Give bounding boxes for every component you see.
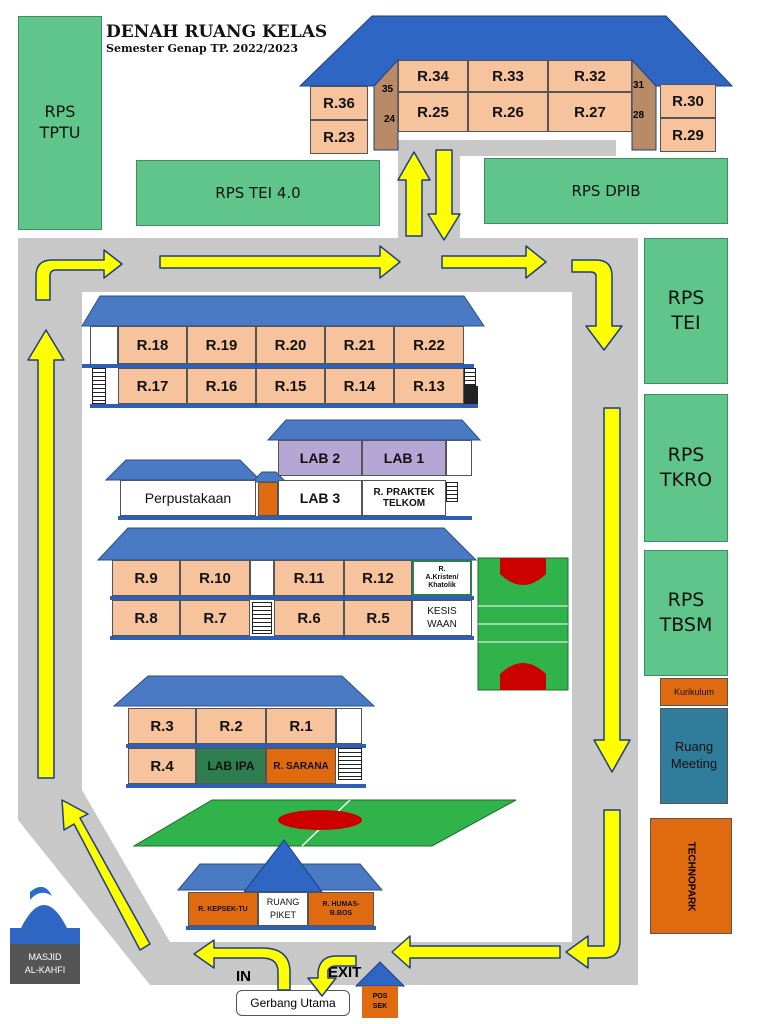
room-r30: R.30 bbox=[660, 84, 716, 118]
room-r8: R.8 bbox=[112, 600, 180, 636]
label-35: 35 bbox=[382, 84, 394, 95]
lab-1: LAB 1 bbox=[362, 440, 446, 476]
room-r1: R.1 bbox=[266, 708, 336, 744]
label-24: 24 bbox=[384, 114, 396, 125]
room-r10: R.10 bbox=[180, 560, 250, 596]
block2-floor bbox=[118, 516, 472, 520]
label-31: 31 bbox=[633, 80, 645, 91]
room-r21: R.21 bbox=[325, 326, 394, 364]
room-r25: R.25 bbox=[398, 92, 468, 132]
r-kepsek-tu: R. KEPSEK-TU bbox=[188, 892, 258, 926]
ruang-meeting: Ruang Meeting bbox=[660, 708, 728, 804]
room-r32: R.32 bbox=[548, 60, 632, 92]
block1-floor-1 bbox=[82, 364, 474, 368]
kesiswaan: KESIS WAAN bbox=[412, 600, 472, 636]
room-r12: R.12 bbox=[344, 560, 412, 596]
block3-gap bbox=[250, 560, 274, 596]
r-praktek-telkom: R. PRAKTEK TELKOM bbox=[362, 480, 446, 516]
rps-tptu: RPS TPTU bbox=[18, 16, 102, 230]
room-r19: R.19 bbox=[187, 326, 256, 364]
room-r2: R.2 bbox=[196, 708, 266, 744]
room-r27: R.27 bbox=[548, 92, 632, 132]
block4-floor-2 bbox=[126, 784, 366, 788]
block1-stairs-left bbox=[92, 368, 106, 404]
r-humas-bbos: R. HUMAS- B.BOS bbox=[308, 892, 374, 926]
room-r23: R.23 bbox=[310, 120, 368, 154]
pos-sek: POS SEK bbox=[362, 986, 398, 1018]
block3-floor-2 bbox=[110, 636, 474, 640]
r-kristen-khatolik: R. A.Kristen/ Khatolik bbox=[412, 560, 472, 596]
room-r29: R.29 bbox=[660, 118, 716, 152]
room-r11: R.11 bbox=[274, 560, 344, 596]
room-r34: R.34 bbox=[398, 60, 468, 92]
room-r26: R.26 bbox=[468, 92, 548, 132]
in-label: IN bbox=[236, 968, 251, 985]
block1-stairs-right bbox=[464, 368, 476, 386]
room-r16: R.16 bbox=[187, 368, 256, 404]
map-subtitle: Semester Genap TP. 2022/2023 bbox=[106, 42, 299, 55]
exit-label: EXIT bbox=[328, 964, 362, 981]
room-r4: R.4 bbox=[128, 748, 196, 784]
room-r9: R.9 bbox=[112, 560, 180, 596]
block2-orange bbox=[258, 482, 278, 516]
office-floor bbox=[186, 926, 376, 930]
room-r22: R.22 bbox=[394, 326, 464, 364]
ruang-piket: RUANG PIKET bbox=[258, 892, 308, 926]
label-28: 28 bbox=[633, 110, 645, 121]
r-sarana: R. SARANA bbox=[266, 748, 336, 784]
room-r15: R.15 bbox=[256, 368, 325, 404]
rps-dpib: RPS DPIB bbox=[484, 158, 728, 224]
perpustakaan: Perpustakaan bbox=[120, 480, 256, 516]
room-r36: R.36 bbox=[310, 86, 368, 120]
technopark: TECHNOPARK bbox=[650, 818, 732, 934]
block3-stairs bbox=[252, 602, 272, 634]
kurikulum: Kurikulum bbox=[660, 678, 728, 706]
block1-dark-box bbox=[464, 386, 478, 406]
room-r7: R.7 bbox=[180, 600, 250, 636]
block4-floor-1 bbox=[126, 744, 366, 748]
rps-tkro: RPS TKRO bbox=[644, 394, 728, 542]
room-r13: R.13 bbox=[394, 368, 464, 404]
lab-ipa: LAB IPA bbox=[196, 748, 266, 784]
room-r14: R.14 bbox=[325, 368, 394, 404]
room-r33: R.33 bbox=[468, 60, 548, 92]
room-r20: R.20 bbox=[256, 326, 325, 364]
room-r17: R.17 bbox=[118, 368, 187, 404]
gerbang-utama: Gerbang Utama bbox=[236, 990, 350, 1016]
lab-3: LAB 3 bbox=[278, 480, 362, 516]
rps-tei: RPS TEI bbox=[644, 238, 728, 384]
block1-left-wall bbox=[90, 326, 118, 368]
room-r18: R.18 bbox=[118, 326, 187, 364]
lab-2: LAB 2 bbox=[278, 440, 362, 476]
technopark-label: TECHNOPARK bbox=[685, 841, 697, 911]
masjid-al-kahfi: MASJID AL-KAHFI bbox=[10, 944, 80, 984]
block4-stairs bbox=[338, 748, 362, 780]
rps-tei-4-0: RPS TEI 4.0 bbox=[136, 160, 380, 226]
map-title: DENAH RUANG KELAS bbox=[106, 22, 328, 42]
room-r5: R.5 bbox=[344, 600, 412, 636]
room-r3: R.3 bbox=[128, 708, 196, 744]
block2-stairs bbox=[446, 482, 458, 502]
block2-empty bbox=[446, 440, 472, 476]
block4-gap bbox=[336, 708, 362, 744]
rps-tbsm: RPS TBSM bbox=[644, 550, 728, 676]
room-r6: R.6 bbox=[274, 600, 344, 636]
block1-floor-2 bbox=[90, 404, 478, 408]
block3-floor-1 bbox=[110, 596, 474, 600]
